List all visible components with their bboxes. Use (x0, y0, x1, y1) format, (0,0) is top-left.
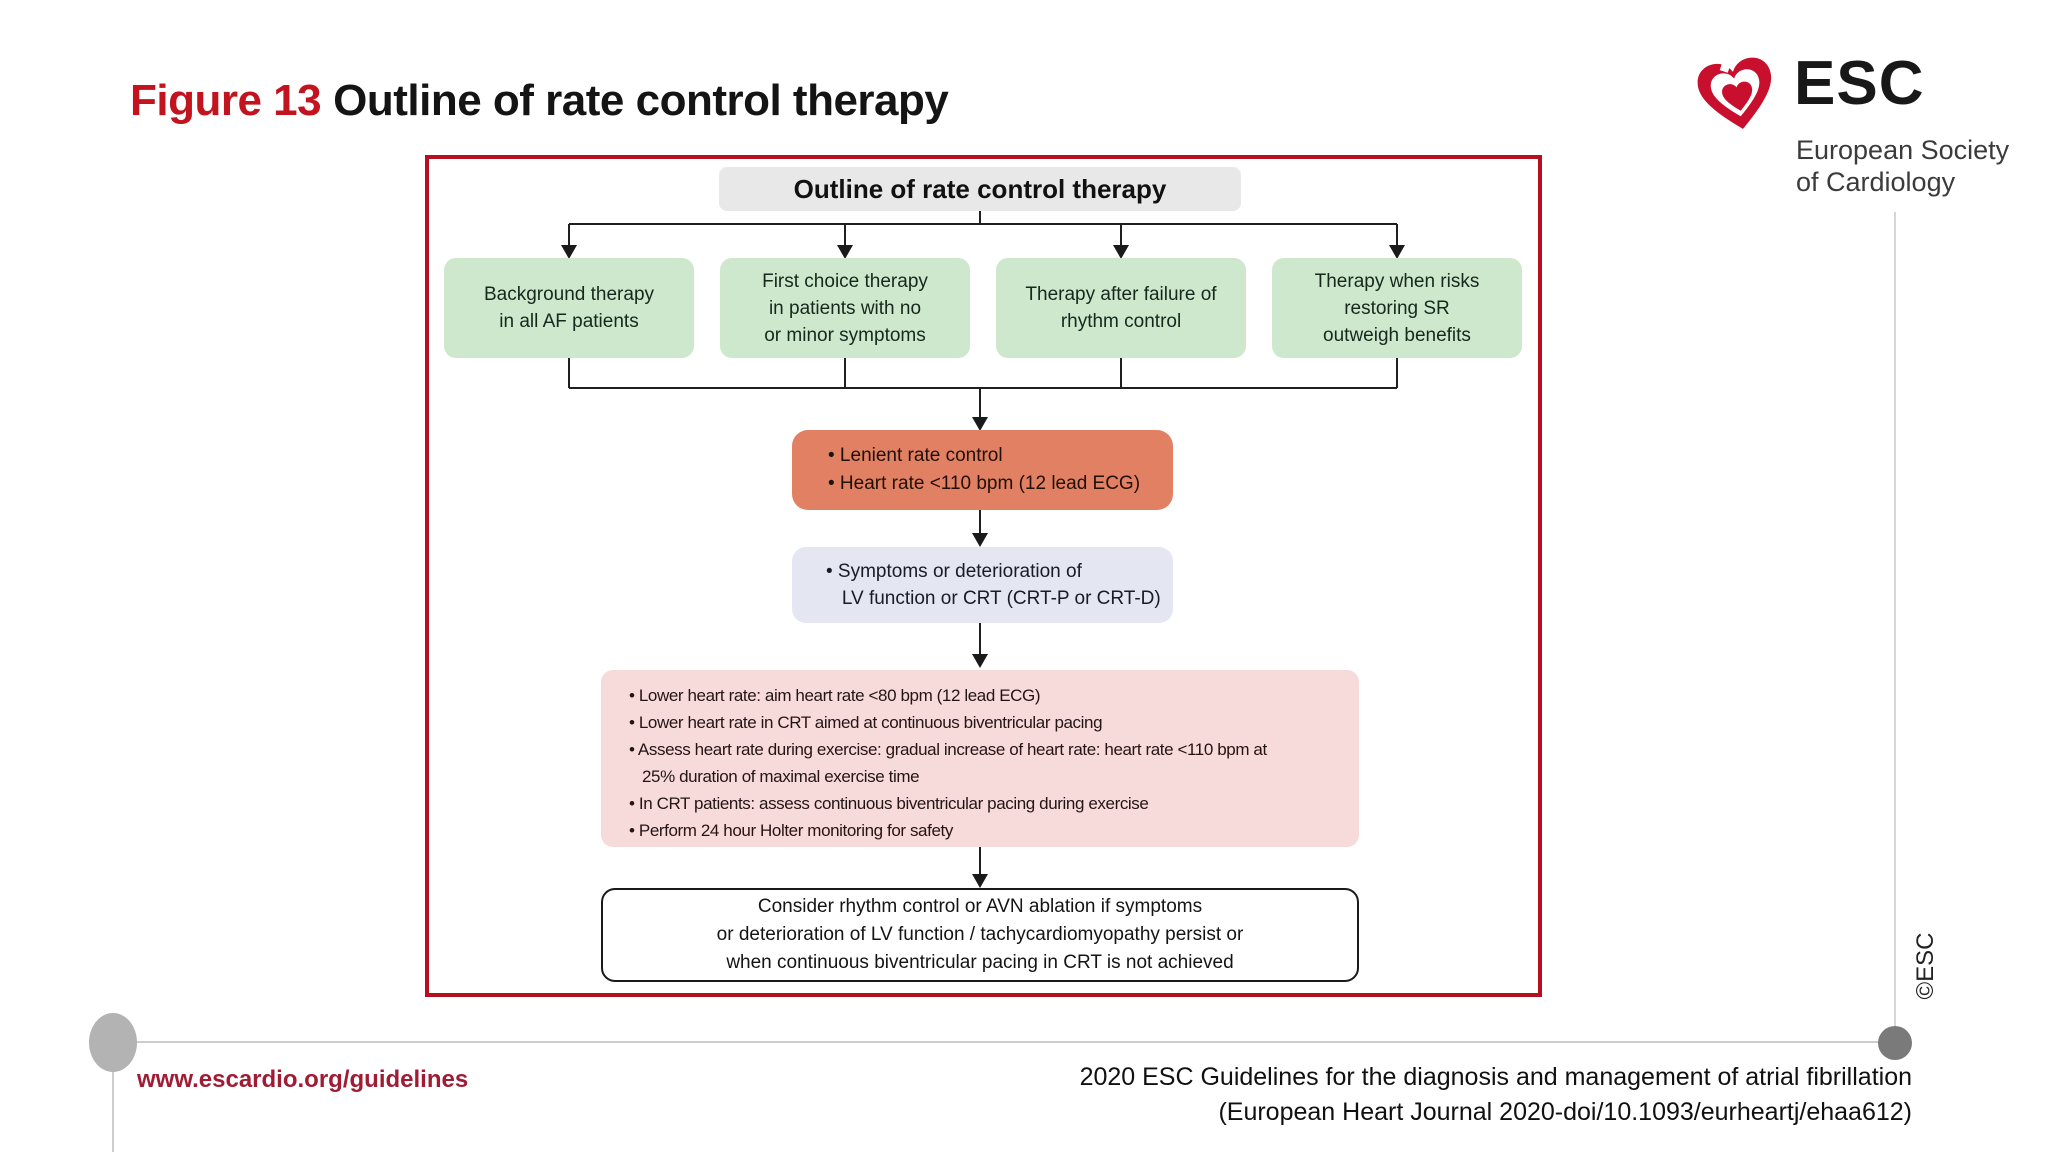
reference-citation: 2020 ESC Guidelines for the diagnosis an… (1080, 1060, 1912, 1130)
consider-rhythm-control-box: Consider rhythm control or AVN ablation … (601, 888, 1359, 982)
management-bullet-4: • In CRT patients: assess continuous biv… (629, 794, 1149, 813)
esc-heart-icon (1697, 50, 1772, 129)
footer-light-dot (89, 1013, 137, 1072)
management-bullet-3: • Assess heart rate during exercise: gra… (629, 740, 1267, 786)
branch-first-choice-therapy: First choice therapy in patients with no… (720, 258, 970, 358)
rate-management-box: • Lower heart rate: aim heart rate <80 b… (601, 670, 1359, 847)
symptoms-text: • Symptoms or deterioration of LV functi… (826, 561, 1161, 609)
lenient-bullet-2: • Heart rate <110 bpm (12 lead ECG) (828, 473, 1141, 494)
figure-title-text: Outline of rate control therapy (333, 76, 949, 125)
consider-text: Consider rhythm control or AVN ablation … (716, 896, 1244, 973)
flowchart-frame (425, 155, 1542, 997)
figure-label: Figure 13 (130, 76, 322, 125)
lenient-bullet-1: • Lenient rate control (828, 445, 1003, 466)
footer-dark-dot (1878, 1026, 1912, 1060)
esc-copyright-label: ©ESC (1912, 932, 1939, 1000)
guidelines-website-link[interactable]: www.escardio.org/guidelines (137, 1066, 469, 1093)
footer-horizontal-rule (113, 1041, 1895, 1043)
reference-line-1: 2020 ESC Guidelines for the diagnosis an… (1079, 1063, 1912, 1091)
footer-left-vertical-rule (112, 1043, 114, 1152)
esc-logo-subtitle: European Society of Cardiology (1796, 135, 2010, 197)
branch-after-rhythm-failure: Therapy after failure of rhythm control (996, 258, 1246, 358)
symptoms-deterioration-box: • Symptoms or deterioration of LV functi… (792, 547, 1173, 623)
reference-line-2: (European Heart Journal 2020-doi/10.1093… (1218, 1098, 1912, 1126)
lenient-rate-control-box: • Lenient rate control • Heart rate <110… (792, 430, 1173, 510)
branch-background-therapy: Background therapy in all AF patients (444, 258, 694, 358)
branch-risks-outweigh-benefits: Therapy when risks restoring SR outweigh… (1272, 258, 1522, 358)
flowchart-title: Outline of rate control therapy (719, 167, 1241, 211)
management-bullet-2: • Lower heart rate in CRT aimed at conti… (629, 713, 1103, 732)
management-bullet-1: • Lower heart rate: aim heart rate <80 b… (629, 686, 1041, 705)
management-bullet-5: • Perform 24 hour Holter monitoring for … (629, 821, 953, 840)
right-vertical-rule (1894, 212, 1896, 1043)
esc-logo-acronym: ESC (1794, 49, 1925, 118)
